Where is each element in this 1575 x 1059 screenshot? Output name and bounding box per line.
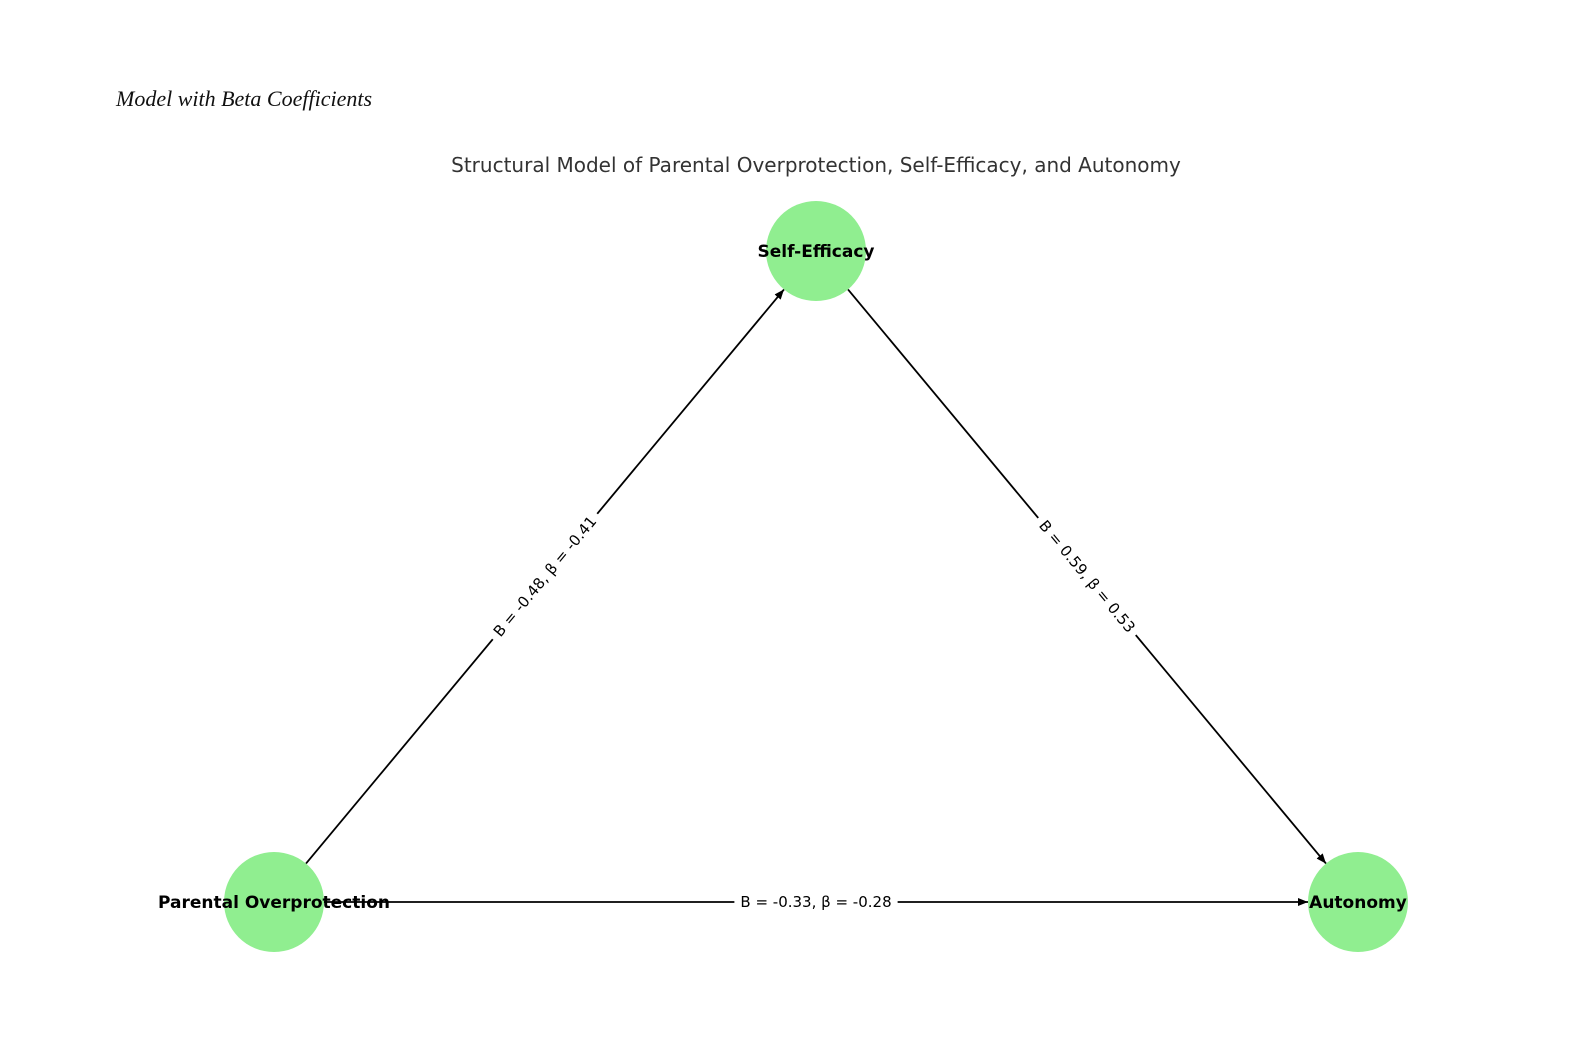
node-label-po: Parental Overprotection: [158, 893, 390, 913]
edge-label-group: B = -0.48, β = -0.41: [485, 507, 605, 646]
diagram-title: Structural Model of Parental Overprotect…: [451, 153, 1181, 177]
edge-label: B = 0.59, β = 0.53: [1035, 517, 1139, 636]
node-label-au: Autonomy: [1309, 893, 1407, 913]
edge-label-background: [485, 507, 605, 646]
edge-label-background: [1030, 511, 1144, 642]
node-label-se: Self-Efficacy: [757, 242, 874, 262]
node-se: [766, 201, 866, 301]
edge-label: B = -0.48, β = -0.41: [490, 513, 601, 641]
edge-label-group: B = 0.59, β = 0.53: [1030, 511, 1144, 642]
node-au: [1308, 852, 1408, 952]
node-po: [224, 852, 324, 952]
edge-label-group: B = -0.33, β = -0.28: [734, 892, 898, 912]
figure-caption: Model with Beta Coefficients: [116, 86, 373, 111]
edge-label-background: [734, 892, 898, 912]
edge-label: B = -0.33, β = -0.28: [740, 893, 891, 911]
